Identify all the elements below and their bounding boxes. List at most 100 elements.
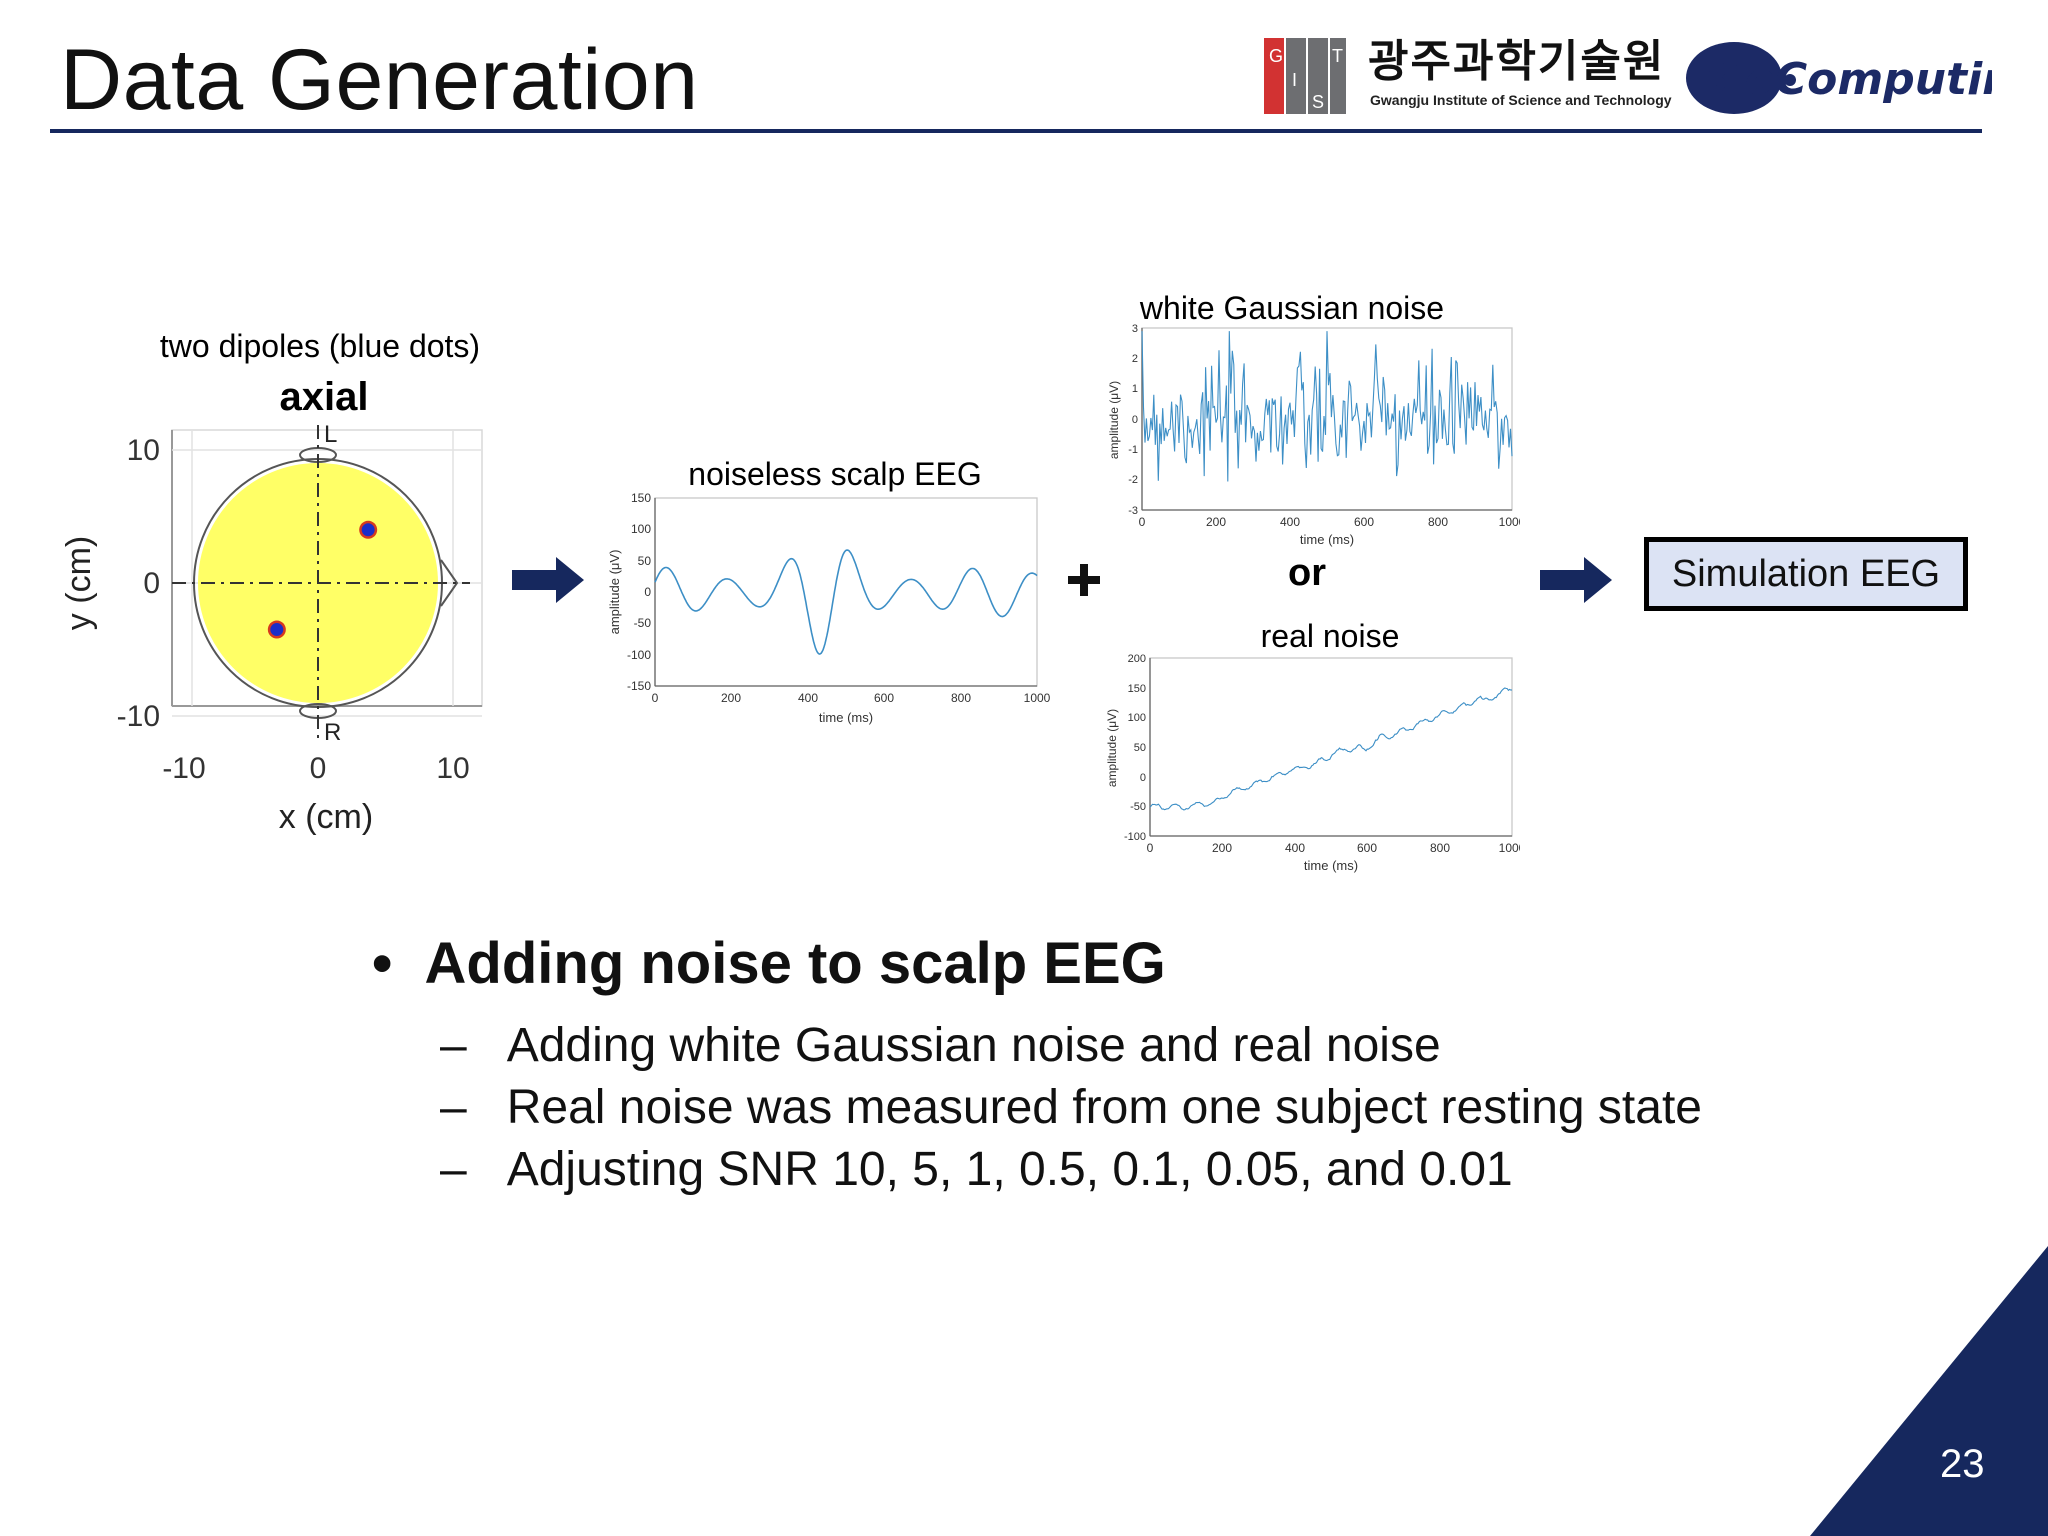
simulation-eeg-box: Simulation EEG — [1644, 537, 1968, 611]
real-ytick: 0 — [1140, 772, 1146, 784]
sub-bullet: – Real noise was measured from one subje… — [440, 1080, 1702, 1135]
real-noise-plot: 200 150 100 50 0 -50 -100 0 200 400 600 … — [1105, 653, 1520, 873]
gist-logo-gray-bar-1 — [1286, 38, 1306, 114]
clean-ytick: 50 — [638, 554, 652, 568]
real-ytick: -100 — [1124, 831, 1146, 843]
head-plot-caption: two dipoles (blue dots) — [159, 328, 481, 364]
real-noise-plot-xlabel: time (ms) — [1304, 858, 1358, 873]
gist-letter-i: I — [1292, 70, 1297, 90]
clean-plot-title: noiseless scalp EEG — [688, 456, 982, 492]
head-xtick: 10 — [436, 752, 469, 785]
plus-operator-hbar — [1068, 576, 1100, 584]
clean-xtick: 200 — [721, 691, 741, 705]
bullet-main: • Adding noise to scalp EEG — [372, 930, 1166, 997]
arrow-icon — [512, 557, 584, 603]
dipole-layer — [267, 520, 378, 639]
head-nose-outline — [440, 559, 459, 607]
white-noise-plot-ylabel: amplitude (μV) — [1107, 381, 1121, 459]
head-xtick: -10 — [162, 752, 205, 785]
white-noise-plot-title: white Gaussian noise — [1139, 290, 1445, 326]
real-ytick: 50 — [1134, 742, 1146, 754]
white-noise-plot-xlabel: time (ms) — [1300, 532, 1354, 547]
sub-bullet: – Adding white Gaussian noise and real n… — [440, 1018, 1441, 1073]
white-noise-trace — [1141, 331, 1513, 482]
clean-ytick: -100 — [627, 648, 651, 662]
head-marker-l: L — [324, 421, 337, 448]
clean-ytick: -150 — [627, 679, 651, 693]
real-xtick: 200 — [1212, 841, 1232, 855]
white-ytick: 3 — [1132, 323, 1138, 335]
head-plot: axial L R 10 0 -10 -10 0 10 x (cm) y (cm… — [60, 375, 483, 836]
white-ytick: 1 — [1132, 383, 1138, 395]
clean-plot-xlabel: time (ms) — [819, 710, 873, 725]
head-ytick: 10 — [127, 434, 160, 467]
head-plot-xlabel: x (cm) — [279, 798, 373, 836]
real-xtick: 1000 — [1499, 841, 1520, 855]
head-ytick: 0 — [143, 567, 160, 600]
white-xtick: 1000 — [1499, 515, 1520, 529]
white-xtick: 200 — [1206, 515, 1226, 529]
real-ytick: -50 — [1130, 801, 1146, 813]
gist-korean-name: 광주과학기술원 — [1368, 37, 1666, 86]
biocomputing-logo-dot — [1784, 74, 1796, 86]
page-title: Data Generation — [60, 32, 699, 128]
or-operator: or — [1288, 552, 1326, 594]
white-xtick: 600 — [1354, 515, 1374, 529]
white-noise-plot: 3 2 1 0 -1 -2 -3 0 200 400 600 800 1000 … — [1107, 323, 1520, 547]
plus-operator: + — [1068, 564, 1100, 596]
real-noise-plot-title: real noise — [1260, 618, 1400, 654]
clean-ytick: -50 — [634, 616, 652, 630]
gist-letter-g: G — [1269, 46, 1283, 66]
real-xtick: 800 — [1430, 841, 1450, 855]
page-number: 23 — [1940, 1442, 1985, 1486]
white-ytick: 0 — [1132, 414, 1138, 426]
biocomputing-logo-oval — [1686, 42, 1782, 114]
gist-letter-t: T — [1332, 46, 1343, 66]
sub-bullet-text: Adding white Gaussian noise and real noi… — [506, 1019, 1441, 1072]
white-xtick: 800 — [1428, 515, 1448, 529]
clean-xtick: 0 — [652, 691, 659, 705]
corner-decoration — [1810, 1246, 2048, 1536]
real-ytick: 150 — [1128, 683, 1146, 695]
gist-letter-s: S — [1312, 92, 1324, 112]
real-xtick: 600 — [1357, 841, 1377, 855]
head-plot-title: axial — [280, 375, 369, 419]
white-xtick: 0 — [1139, 515, 1146, 529]
sub-bullet: – Adjusting SNR 10, 5, 1, 0.5, 0.1, 0.05… — [440, 1142, 1513, 1197]
head-ytick: -10 — [117, 700, 160, 733]
sub-bullet-dash: – — [440, 1143, 467, 1196]
clean-plot-ylabel: amplitude (μV) — [607, 550, 622, 635]
biocomputing-logo-text: BioComputing — [1696, 54, 1992, 105]
clean-plot: 150 100 50 0 -50 -100 -150 0 200 400 600… — [607, 491, 1051, 725]
head-xtick: 0 — [310, 752, 327, 785]
real-noise-plot-frame — [1149, 657, 1513, 837]
biocomputing-logo: BioComputing — [1686, 42, 1992, 114]
head-marker-r: R — [324, 719, 341, 746]
gist-logo-gray-bar-3 — [1330, 38, 1346, 114]
title-divider — [50, 129, 1982, 133]
gist-logo-red-bar — [1264, 38, 1284, 114]
real-xtick: 0 — [1147, 841, 1154, 855]
dipole-dot — [361, 523, 375, 537]
clean-xtick: 600 — [874, 691, 894, 705]
clean-xtick: 400 — [798, 691, 818, 705]
gist-logo: G I S T — [1264, 38, 1346, 114]
white-ytick: -1 — [1128, 444, 1138, 456]
white-ytick: 2 — [1132, 353, 1138, 365]
gist-logo-gray-bar-2 — [1308, 38, 1328, 114]
real-ytick: 200 — [1128, 653, 1146, 665]
clean-eeg-trace — [654, 549, 1038, 655]
bullet-marker: • — [372, 931, 393, 996]
bullet-main-text: Adding noise to scalp EEG — [424, 931, 1166, 996]
real-xtick: 400 — [1285, 841, 1305, 855]
clean-ytick: 0 — [644, 585, 651, 599]
gist-english-name: Gwangju Institute of Science and Technol… — [1370, 92, 1672, 108]
white-ytick: -3 — [1128, 505, 1138, 517]
real-noise-trace — [1149, 687, 1513, 811]
clean-xtick: 1000 — [1024, 691, 1051, 705]
head-plot-ylabel: y (cm) — [60, 536, 98, 630]
clean-ytick: 100 — [631, 522, 651, 536]
sub-bullet-dash: – — [440, 1019, 467, 1072]
white-ytick: -2 — [1128, 474, 1138, 486]
sub-bullet-dash: – — [440, 1081, 467, 1134]
